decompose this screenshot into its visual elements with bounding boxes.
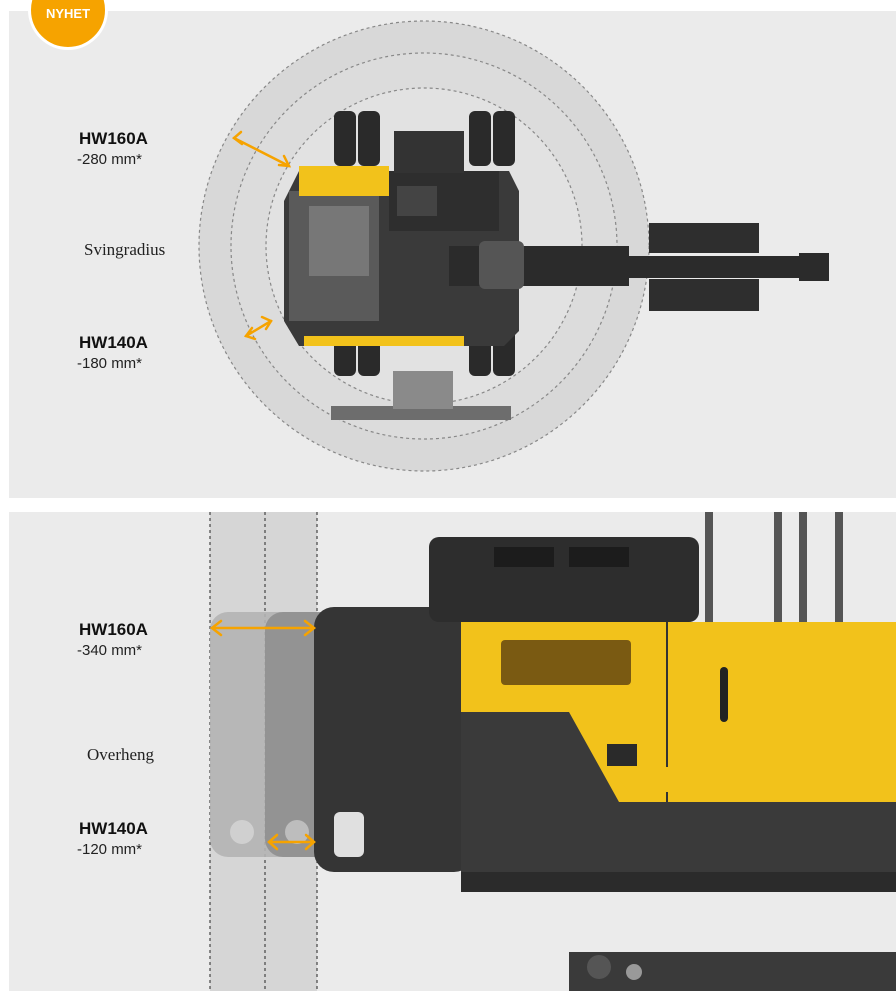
excavator-top-view-illustration (198, 20, 829, 472)
overhang-lower-model: HW140A (79, 819, 148, 838)
swing-lower-model: HW140A (79, 333, 148, 352)
overhang-arrows (209, 619, 317, 851)
swing-lower-delta: -180 mm* (77, 355, 143, 372)
overhang-label: Overheng (87, 745, 155, 764)
swing-upper-delta: -280 mm* (77, 151, 143, 168)
overhang-upper-model: HW160A (79, 620, 148, 639)
swing-upper-model: HW160A (79, 129, 148, 148)
excavator-side-view-illustration (209, 512, 896, 991)
overhang-lower-delta: -120 mm* (77, 841, 143, 858)
overhang-upper-delta: -340 mm* (77, 642, 143, 659)
new-badge-label: NYHET (45, 6, 91, 21)
overhang-panel: HW160A -340 mm* Overheng HW140A -120 mm* (9, 512, 896, 991)
swing-radius-panel: HW160A -280 mm* Svingradius HW140A -180 … (9, 11, 896, 498)
swing-arrows (232, 130, 292, 341)
swing-radius-label: Svingradius (84, 240, 166, 259)
